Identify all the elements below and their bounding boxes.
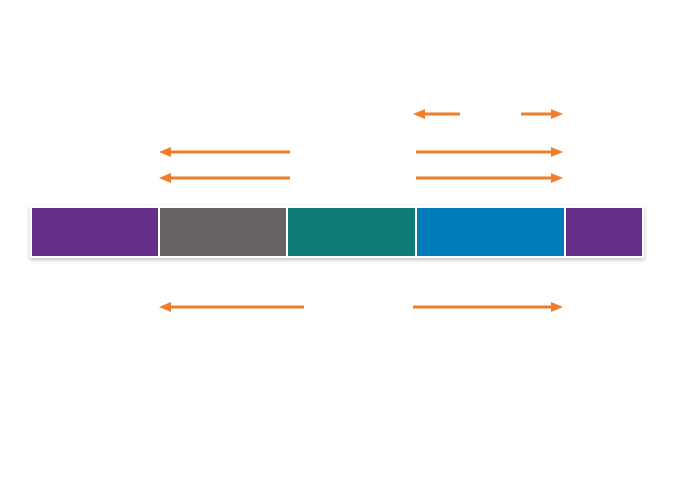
- arrow-lower-right: [413, 302, 563, 312]
- segmented-bar: [30, 206, 644, 258]
- arrow-head: [159, 302, 171, 312]
- arrow-upper-right-1: [416, 147, 563, 157]
- arrow-lower-left: [159, 302, 304, 312]
- arrow-head: [551, 147, 563, 157]
- arrow-group: [159, 109, 563, 312]
- arrow-head: [551, 173, 563, 183]
- arrow-head: [413, 109, 425, 119]
- arrow-upper-left-2: [159, 173, 290, 183]
- segment-2: [158, 206, 288, 258]
- segment-3: [286, 206, 417, 258]
- arrow-head: [159, 147, 171, 157]
- segment-1: [30, 206, 160, 258]
- arrow-head: [159, 173, 171, 183]
- segment-5: [564, 206, 644, 258]
- arrow-short-right: [521, 109, 563, 119]
- arrow-head: [551, 109, 563, 119]
- arrow-head: [551, 302, 563, 312]
- arrow-upper-left-1: [159, 147, 290, 157]
- arrow-short-left: [413, 109, 460, 119]
- segment-4: [415, 206, 566, 258]
- arrow-upper-right-2: [416, 173, 563, 183]
